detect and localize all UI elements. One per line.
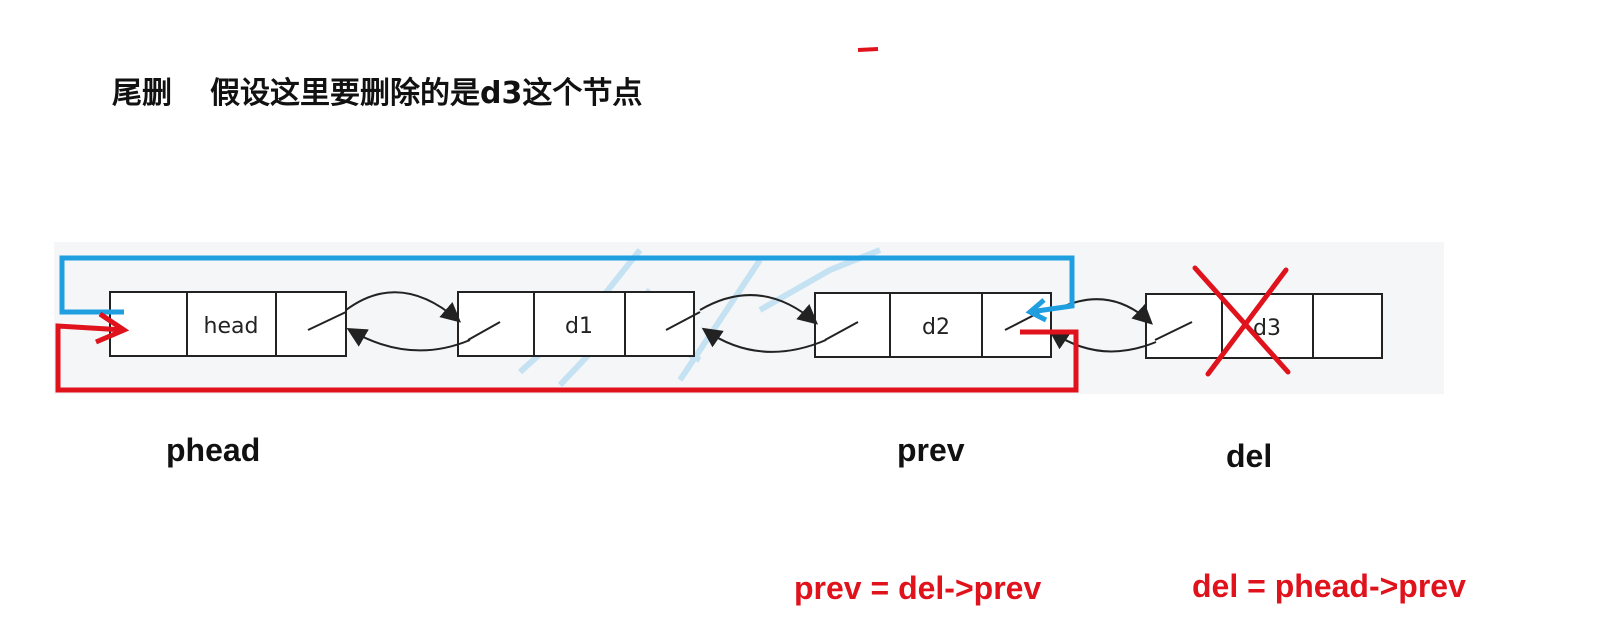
page-title: 尾删 假设这里要删除的是d3这个节点 (112, 68, 642, 112)
formula-del: del = phead->prev (1192, 568, 1466, 604)
pointer-slashes (307, 311, 1193, 341)
delete-mark-x (1192, 265, 1291, 377)
node-d1: d1 (457, 291, 695, 357)
stray-red-mark (857, 47, 879, 52)
blue-new-link (59, 255, 1075, 323)
formula-prev: prev = del->prev (794, 570, 1042, 606)
node-d2-label: d2 (922, 315, 950, 340)
node-head-label: head (204, 314, 259, 339)
label-phead: phead (166, 432, 261, 468)
title-main: 尾删 (112, 76, 172, 111)
title-description: 假设这里要删除的是d3这个节点 (210, 76, 643, 111)
label-prev: prev (897, 432, 965, 468)
node-head: head (109, 291, 347, 357)
node-d1-label: d1 (565, 314, 593, 339)
red-new-link (55, 311, 1079, 393)
label-del: del (1226, 438, 1273, 474)
